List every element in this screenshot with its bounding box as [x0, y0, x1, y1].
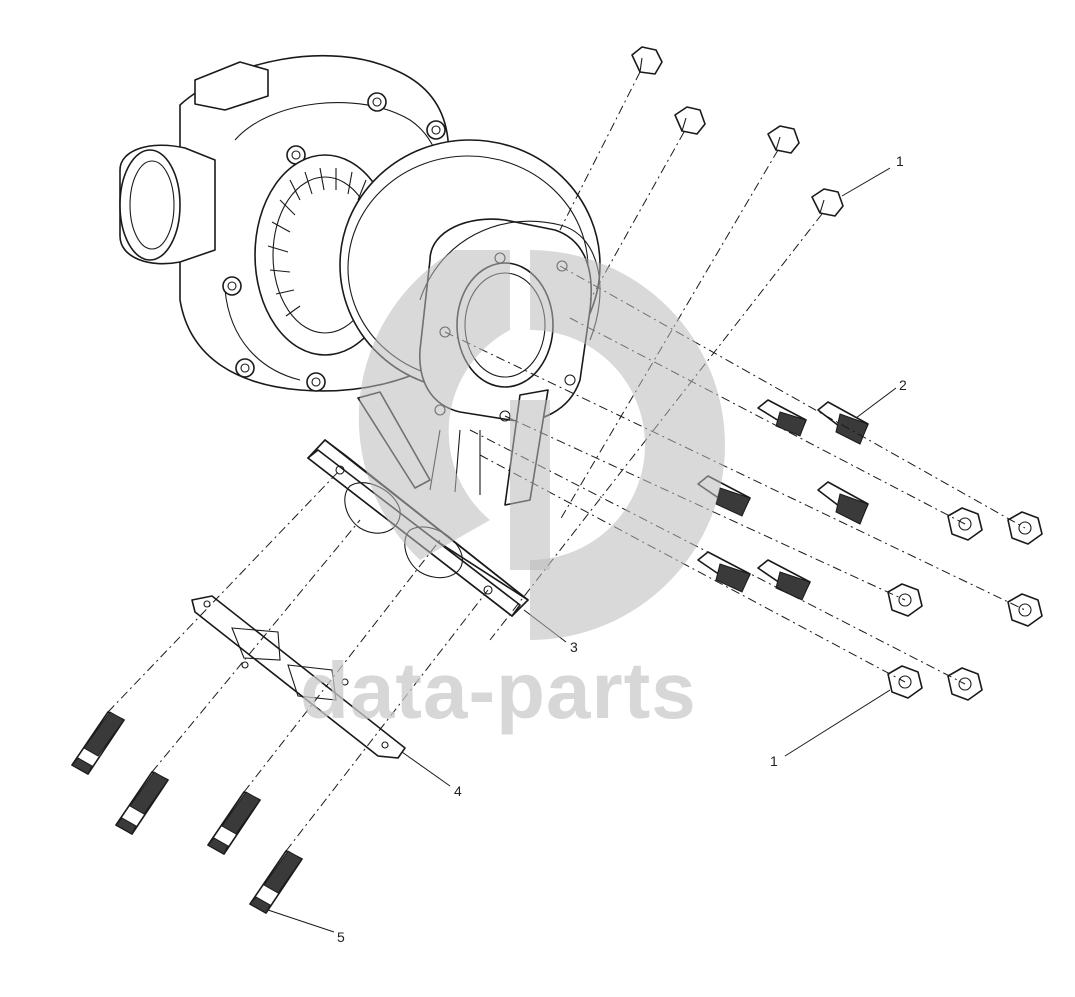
callout-5: 5: [337, 929, 345, 945]
nut-top-1: [631, 46, 663, 75]
long-stud-3: [207, 791, 261, 855]
long-stud-2: [115, 771, 169, 835]
watermark-text: data-parts: [300, 646, 697, 735]
nut-top-2: [674, 106, 706, 135]
assembly-centerlines: [107, 71, 1026, 852]
stud-2a: [757, 399, 807, 437]
callout-3: 3: [570, 639, 578, 655]
stud-2b: [817, 401, 869, 445]
watermark-logo: [358, 250, 725, 640]
nut-right-4: [1007, 593, 1043, 627]
callout-1-top: 1: [896, 153, 904, 169]
long-stud-1: [71, 711, 125, 775]
stud-2e: [697, 551, 751, 593]
nut-top-4: [811, 188, 844, 217]
stud-2d: [817, 481, 869, 525]
long-stud-4: [249, 850, 303, 914]
callout-1-bottom: 1: [770, 753, 778, 769]
nut-top-3: [767, 125, 800, 154]
callout-4: 4: [454, 783, 462, 799]
callout-2: 2: [899, 377, 907, 393]
callout-labels: 1 2 3 4 1 5: [337, 153, 907, 945]
flange-gasket: [191, 595, 406, 759]
stud-2f: [757, 559, 811, 601]
